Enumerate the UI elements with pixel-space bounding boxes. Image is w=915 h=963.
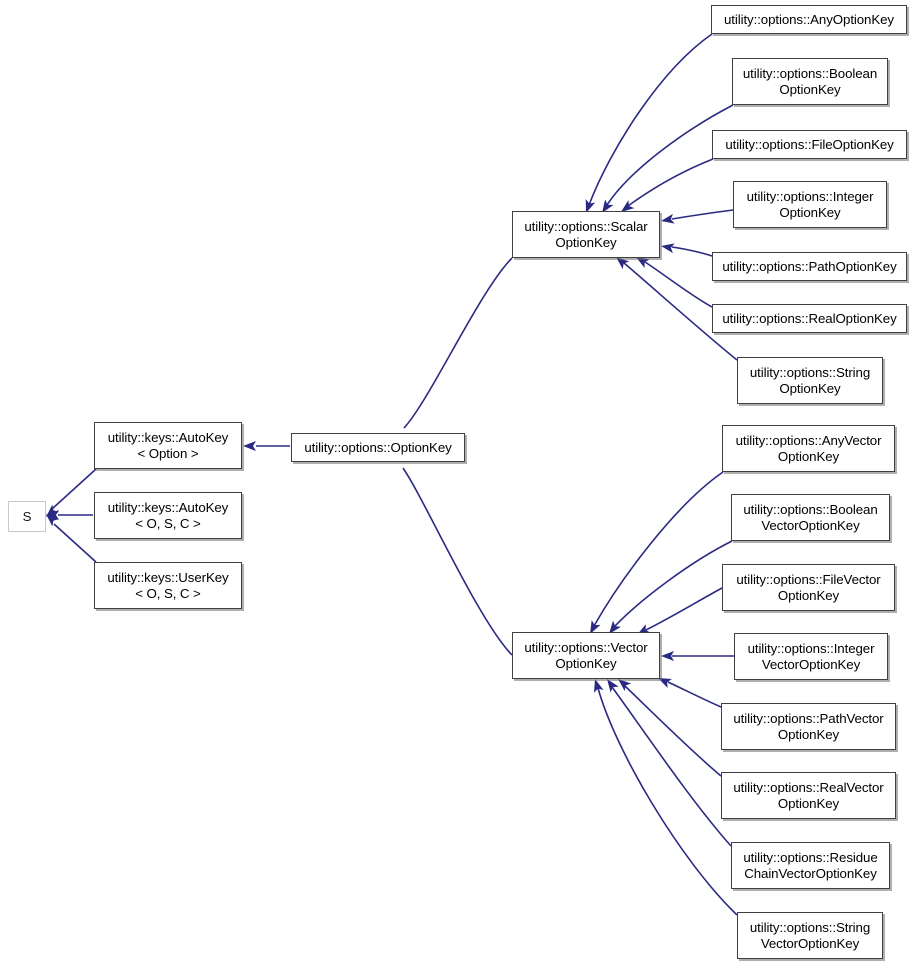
class-node-label: utility::options::Boolean VectorOptionKe… [743, 501, 878, 533]
class-node-label: utility::keys::AutoKey < O, S, C > [107, 499, 229, 531]
inheritance-edge [46, 510, 93, 520]
arrowhead-icon [46, 510, 59, 520]
class-node-any_optionkey[interactable]: utility::options::AnyOptionKey [711, 5, 907, 34]
class-node-label: utility::options::OptionKey [304, 439, 452, 455]
class-node-integervector_optionkey[interactable]: utility::options::Integer VectorOptionKe… [734, 633, 888, 680]
inheritance-edge [46, 504, 97, 563]
class-node-label: utility::options::AnyVector OptionKey [735, 432, 882, 464]
inheritance-edge [585, 33, 713, 213]
class-node-label: utility::options::String OptionKey [749, 364, 871, 396]
inheritance-edge [618, 679, 722, 777]
class-node-stringvector_optionkey[interactable]: utility::options::String VectorOptionKey [737, 912, 883, 959]
class-node-label: utility::options::PathOptionKey [722, 258, 897, 274]
inheritance-edge [609, 540, 733, 634]
inheritance-edge [661, 209, 734, 224]
class-node-booleanvector_optionkey[interactable]: utility::options::Boolean VectorOptionKe… [731, 494, 890, 541]
inheritance-edge [46, 468, 97, 527]
class-node-label: utility::options::Boolean OptionKey [742, 65, 878, 97]
class-node-label: utility::options::FileVector OptionKey [736, 571, 881, 603]
class-node-file_optionkey[interactable]: utility::options::FileOptionKey [712, 130, 907, 159]
class-node-label: utility::options::FileOptionKey [725, 136, 894, 152]
arrowhead-icon [594, 679, 604, 693]
class-node-path_optionkey[interactable]: utility::options::PathOptionKey [712, 252, 907, 281]
class-node-boolean_optionkey[interactable]: utility::options::Boolean OptionKey [732, 58, 888, 105]
class-node-label: S [22, 508, 32, 524]
class-node-S[interactable]: S [8, 501, 46, 532]
class-node-label: utility::options::Integer OptionKey [746, 188, 874, 220]
class-node-real_optionkey[interactable]: utility::options::RealOptionKey [712, 304, 907, 333]
class-node-string_optionkey[interactable]: utility::options::String OptionKey [737, 357, 883, 404]
class-node-integer_optionkey[interactable]: utility::options::Integer OptionKey [733, 181, 887, 228]
class-node-userkey_osc[interactable]: utility::keys::UserKey < O, S, C > [94, 562, 242, 609]
class-node-autokey_option[interactable]: utility::keys::AutoKey < Option > [94, 422, 242, 469]
class-node-pathvector_optionkey[interactable]: utility::options::PathVector OptionKey [721, 703, 896, 750]
class-node-label: utility::options::Integer VectorOptionKe… [747, 640, 875, 672]
class-node-label: utility::options::String VectorOptionKey [749, 919, 871, 951]
inheritance-edge [607, 679, 732, 847]
class-node-label: utility::options::RealOptionKey [722, 310, 897, 326]
class-node-label: utility::keys::UserKey < O, S, C > [107, 569, 229, 601]
class-node-optionkey[interactable]: utility::options::OptionKey [291, 433, 465, 462]
class-node-scalar_optionkey[interactable]: utility::options::Scalar OptionKey [512, 211, 660, 258]
class-node-anyvector_optionkey[interactable]: utility::options::AnyVector OptionKey [722, 425, 895, 472]
class-node-label: utility::keys::AutoKey < Option > [107, 429, 229, 461]
class-node-filevector_optionkey[interactable]: utility::options::FileVector OptionKey [722, 564, 895, 611]
arrowhead-icon [661, 243, 675, 254]
inheritance-edge [658, 678, 722, 708]
class-node-label: utility::options::AnyOptionKey [724, 11, 894, 27]
inheritance-edge [661, 243, 713, 257]
arrowhead-icon [243, 441, 256, 451]
inheritance-edge [594, 679, 738, 916]
inheritance-edge [621, 158, 714, 212]
class-node-label: utility::options::PathVector OptionKey [733, 710, 884, 742]
arrowhead-icon [661, 213, 675, 224]
class-node-realvector_optionkey[interactable]: utility::options::RealVector OptionKey [721, 772, 896, 819]
inheritance-edge [243, 441, 290, 451]
class-node-vector_optionkey[interactable]: utility::options::Vector OptionKey [512, 632, 660, 679]
class-node-autokey_osc[interactable]: utility::keys::AutoKey < O, S, C > [94, 492, 242, 539]
class-node-label: utility::options::RealVector OptionKey [733, 779, 884, 811]
inheritance-edge [602, 104, 734, 213]
class-node-residuechainvector_optionkey[interactable]: utility::options::Residue ChainVectorOpt… [731, 842, 890, 889]
class-node-label: utility::options::Residue ChainVectorOpt… [743, 849, 878, 881]
arrowhead-icon [661, 651, 674, 661]
inheritance-edge [396, 257, 513, 449]
class-node-label: utility::options::Vector OptionKey [524, 639, 648, 671]
class-node-label: utility::options::Scalar OptionKey [524, 218, 648, 250]
inheritance-edge [590, 471, 724, 634]
inheritance-edge [397, 445, 513, 656]
inheritance-edge [636, 257, 713, 308]
inheritance-edge [661, 651, 734, 661]
